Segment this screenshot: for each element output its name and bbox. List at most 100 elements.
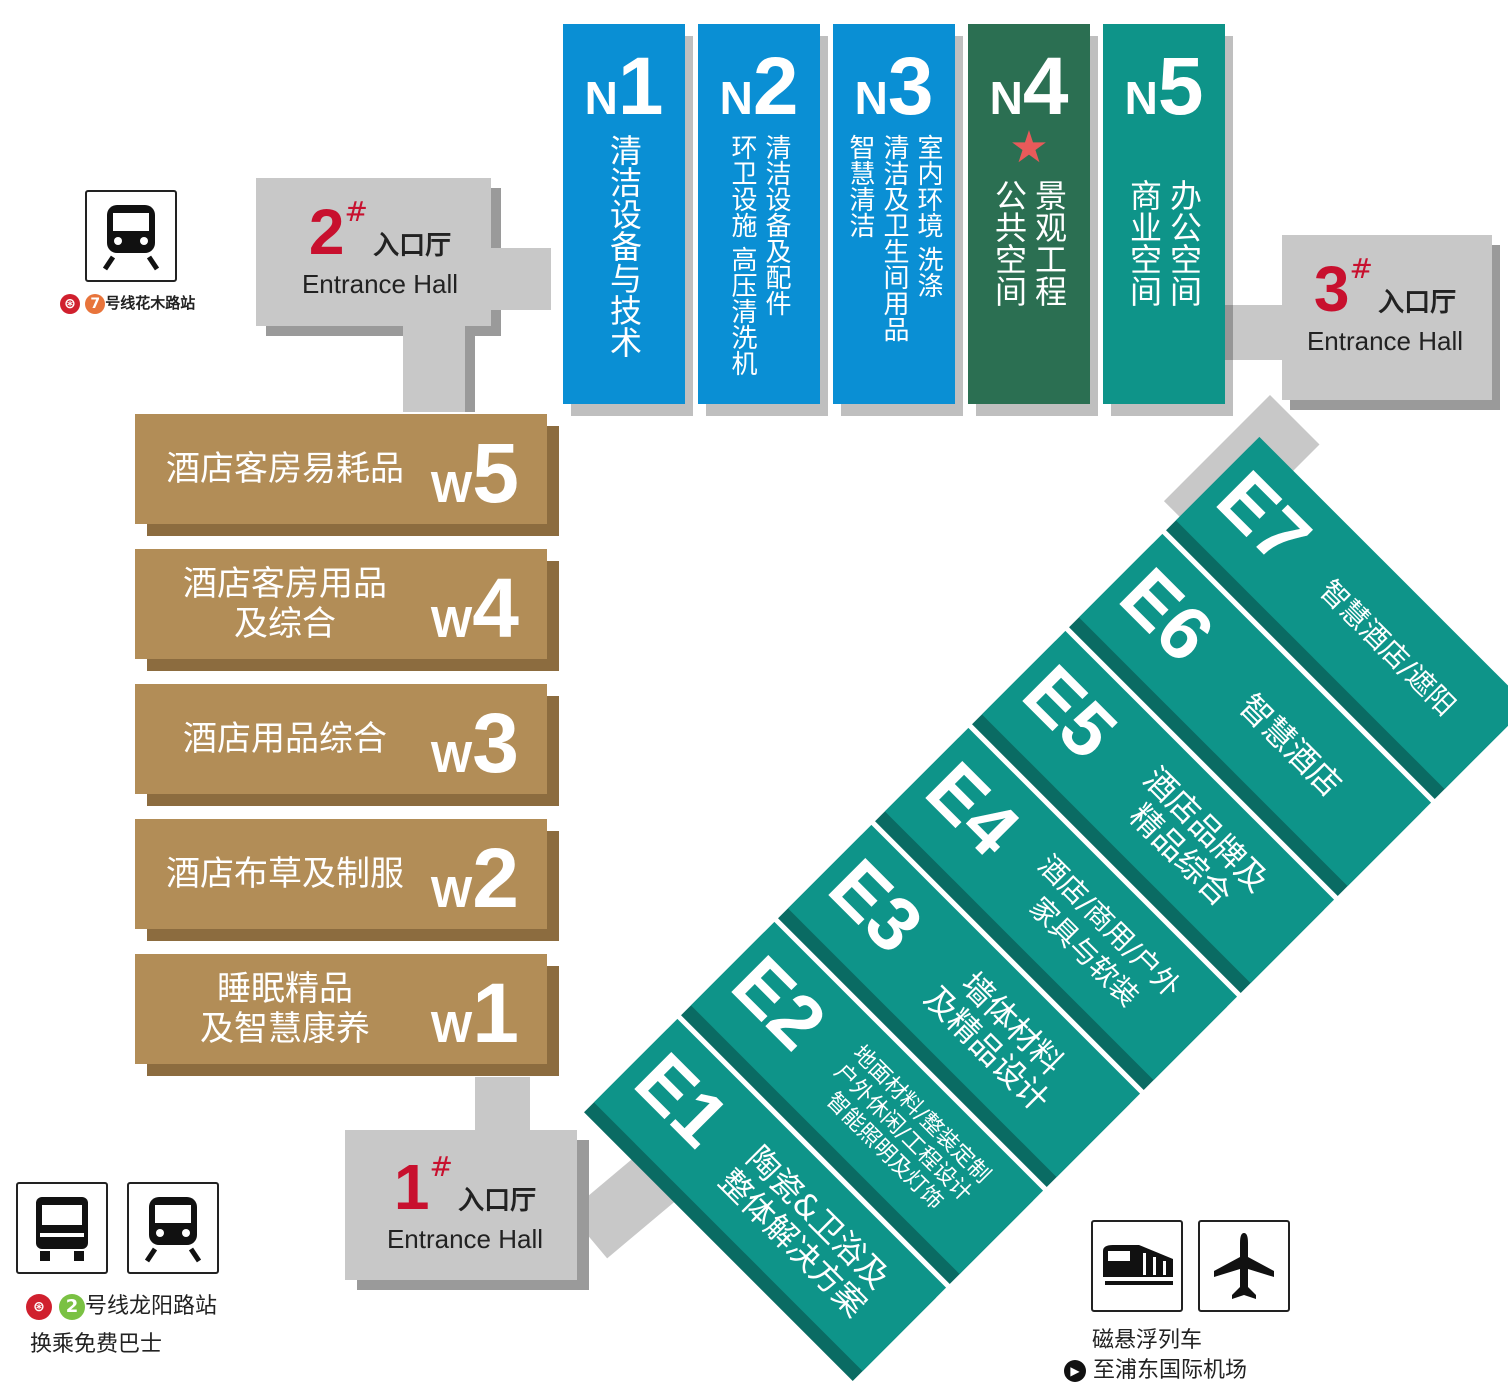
map-element: 景观工程公共空间	[968, 179, 1090, 307]
map-element: 2	[59, 1294, 85, 1320]
map-element: 入口厅	[373, 231, 452, 261]
map-element: W1	[431, 968, 519, 1058]
star-icon: ★	[1009, 122, 1049, 173]
map-element: N	[989, 72, 1023, 124]
free-bus-note: 换乘免费巴士	[30, 1332, 163, 1357]
map-element: Entrance Hall	[301, 269, 459, 299]
map-element: 至浦东国际机场	[1093, 1358, 1248, 1383]
map-element: 2	[308, 196, 345, 268]
entrance-1-corridor	[475, 1077, 530, 1132]
map-element: N1	[563, 46, 685, 128]
entrance-3-block	[1282, 235, 1492, 400]
hall-n3-label-3: 智慧清洁	[845, 134, 875, 238]
map-element: 酒店客房用品及综合	[135, 549, 435, 659]
map-element: Entrance Hall	[386, 1224, 544, 1254]
map-element: 酒店布草及制服	[135, 819, 435, 929]
map-element: N2	[698, 46, 820, 128]
hall-n3-label-1: 室内环境 洗涤	[913, 134, 943, 299]
maglev-label: 磁悬浮列车	[1092, 1328, 1203, 1353]
map-element: 睡眠精品及智慧康养	[135, 954, 435, 1064]
map-element: N	[584, 72, 618, 124]
hall-n5-label-1: 办公空间	[1165, 179, 1203, 307]
map-element: 7	[85, 293, 106, 314]
hall-w4-label-2: 及综合	[234, 604, 336, 644]
hall-w5-label: 酒店客房易耗品	[166, 449, 404, 489]
map-element: 2	[752, 41, 799, 132]
maglev-train-icon	[1091, 1220, 1183, 1312]
entrance-2-label: 2# 入口厅 Entrance Hall	[280, 195, 480, 300]
hall-n3-label-2: 清洁及卫生间用品	[879, 134, 909, 342]
hall-n2[interactable]: N2 清洁设备及配件环卫设施 高压清洗机	[698, 24, 820, 404]
hall-w2[interactable]: 酒店布草及制服 W2	[135, 819, 547, 929]
map-element: W	[430, 463, 473, 512]
hall-n4-label-1: 景观工程	[1030, 179, 1068, 307]
metro-icon-2	[127, 1182, 219, 1274]
map-element: N4	[968, 46, 1090, 128]
bus-icon	[16, 1182, 108, 1274]
hall-n1-label: 清洁设备与技术	[605, 134, 643, 358]
hall-n4[interactable]: N4 ★ 景观工程公共空间	[968, 24, 1090, 404]
map-element: 1	[472, 966, 519, 1060]
hall-n2-label-2: 环卫设施 高压清洗机	[727, 134, 757, 377]
map-element: 5	[1157, 41, 1204, 132]
map-element: W2	[431, 833, 519, 923]
map-element: 1	[617, 41, 664, 132]
hall-w2-label: 酒店布草及制服	[166, 854, 404, 894]
map-element: 1	[393, 1151, 430, 1223]
hall-w4-label-1: 酒店客房用品	[183, 564, 387, 604]
map-element: #	[1349, 252, 1373, 285]
hall-w4[interactable]: 酒店客房用品及综合 W4	[135, 549, 547, 659]
entrance-2-block	[256, 178, 491, 326]
map-element: 3	[887, 41, 934, 132]
map-element: W3	[431, 698, 519, 788]
metro-icon	[85, 190, 177, 282]
airplane-icon	[1198, 1220, 1290, 1312]
map-element: W	[430, 1003, 473, 1052]
map-element: N	[719, 72, 753, 124]
map-element: 室内环境 洗涤清洁及卫生间用品智慧清洁	[833, 134, 955, 342]
map-element: 2	[472, 831, 519, 925]
map-element: 办公空间商业空间	[1103, 179, 1225, 307]
map-element: 入口厅	[458, 1186, 537, 1216]
hall-e7-label: 智慧酒店/遮阳	[1313, 573, 1463, 723]
entrance-1-label: 1# 入口厅 Entrance Hall	[360, 1150, 570, 1255]
metro-logo-icon-2: ⊛	[26, 1294, 52, 1320]
map-element: N3	[833, 46, 955, 128]
map-element: N	[1124, 72, 1158, 124]
airport-link[interactable]: ▶ 至浦东国际机场	[1064, 1352, 1247, 1384]
hall-w1[interactable]: 睡眠精品及智慧康养 W1	[135, 954, 547, 1064]
map-element: 4	[1022, 41, 1069, 132]
map-element: W	[430, 598, 473, 647]
hall-w5[interactable]: 酒店客房易耗品 W5	[135, 414, 547, 524]
hall-w3[interactable]: 酒店用品综合 W3	[135, 684, 547, 794]
map-element: W4	[431, 563, 519, 653]
hall-w3-label: 酒店用品综合	[183, 719, 387, 759]
map-element: 酒店客房易耗品	[135, 414, 435, 524]
map-element: 清洁设备与技术	[563, 134, 685, 358]
map-element: N	[854, 72, 888, 124]
map-element: #	[429, 1150, 453, 1183]
entrance-2-corridor	[403, 326, 465, 412]
hall-n5[interactable]: N5 办公空间商业空间	[1103, 24, 1225, 404]
map-element: W	[430, 868, 473, 917]
hall-n5-label-2: 商业空间	[1125, 179, 1163, 307]
hall-n2-label-1: 清洁设备及配件	[761, 134, 791, 316]
map-element: N5	[1103, 46, 1225, 128]
entrance-1-block	[345, 1130, 577, 1280]
map-element: Entrance Hall	[1306, 326, 1464, 356]
map-element: 5	[472, 426, 519, 520]
hall-w1-label-1: 睡眠精品	[217, 969, 353, 1009]
entrance-3-label: 3# 入口厅 Entrance Hall	[1290, 252, 1480, 357]
hall-n4-label-2: 公共空间	[990, 179, 1028, 307]
map-element: 入口厅	[1378, 288, 1457, 318]
map-element: W	[430, 733, 473, 782]
hall-n1[interactable]: N1 清洁设备与技术	[563, 24, 685, 404]
map-element: W5	[431, 428, 519, 518]
map-element: 4	[472, 561, 519, 655]
hall-n3[interactable]: N3 室内环境 洗涤清洁及卫生间用品智慧清洁	[833, 24, 955, 404]
map-element: 3	[1313, 253, 1350, 325]
metro-logo-icon: ⊛	[60, 293, 80, 314]
